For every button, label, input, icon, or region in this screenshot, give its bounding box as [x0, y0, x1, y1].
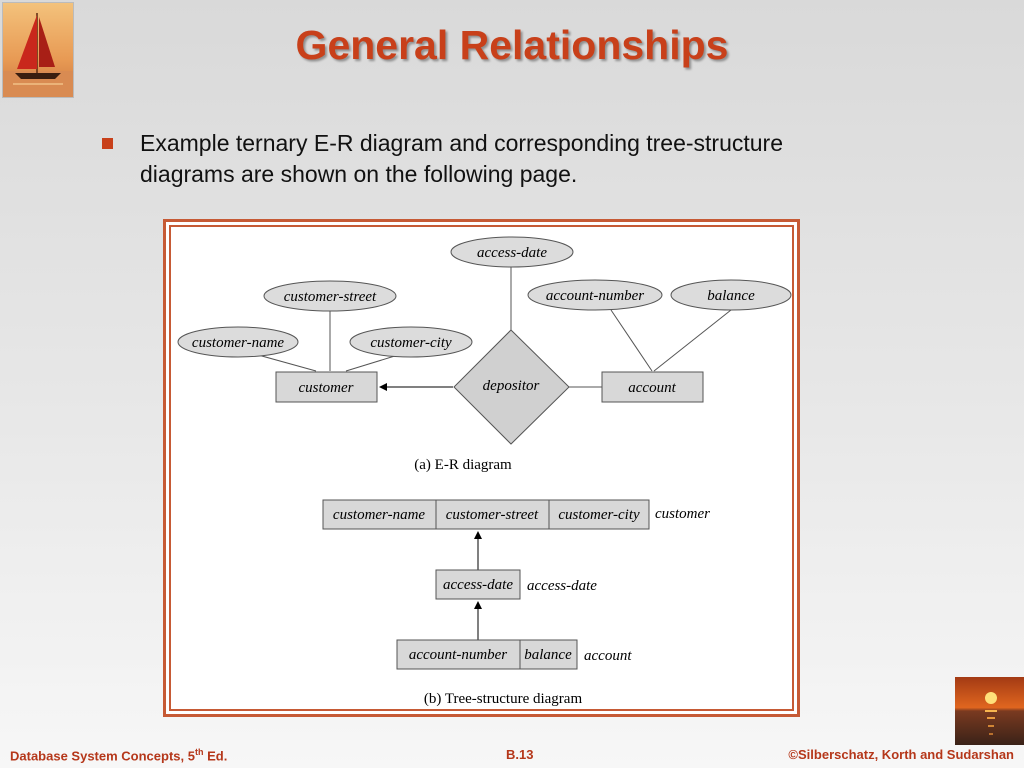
attribute-balance-label: balance — [707, 288, 755, 304]
line-number-account — [610, 309, 653, 372]
attribute-customer-street: customer-street — [263, 280, 397, 312]
record-access-date-label: access-date — [527, 578, 597, 594]
entity-customer-label: customer — [299, 380, 354, 396]
footer-book-title: Database System Concepts, 5th Ed. — [10, 747, 228, 764]
attribute-customer-name: customer-name — [177, 326, 299, 358]
field-customer-name: customer-name — [333, 507, 426, 523]
field-customer-city: customer-city — [558, 507, 640, 523]
relationship-depositor-label: depositor — [483, 378, 540, 394]
er-caption: (a) E-R diagram — [414, 457, 512, 473]
entity-account-label: account — [628, 380, 676, 396]
er-tree-figure: access-date customer-street customer-nam… — [177, 236, 792, 707]
record-customer-label: customer — [655, 506, 710, 522]
bullet-square-icon — [102, 138, 113, 149]
field-balance: balance — [524, 647, 572, 663]
attribute-account-number: account-number — [527, 279, 663, 311]
attribute-balance: balance — [670, 279, 792, 311]
sunset-logo — [955, 677, 1024, 745]
attribute-customer-name-label: customer-name — [192, 335, 285, 351]
tree-caption: (b) Tree-structure diagram — [424, 691, 583, 707]
record-access-date: access-date access-date — [435, 569, 597, 600]
field-access-date: access-date — [443, 577, 513, 593]
record-customer: customer-name customer-street customer-c… — [322, 499, 710, 530]
attribute-customer-street-label: customer-street — [284, 289, 377, 305]
record-account: account-number balance account — [396, 639, 632, 670]
field-box-balance — [519, 639, 578, 670]
attribute-account-number-label: account-number — [546, 288, 644, 304]
attribute-customer-city: customer-city — [349, 326, 473, 358]
field-box-customer-name — [322, 499, 437, 530]
field-account-number: account-number — [409, 647, 507, 663]
record-account-label: account — [584, 648, 632, 664]
field-customer-street: customer-street — [446, 507, 539, 523]
er-lines — [250, 267, 732, 391]
bullet-item: Example ternary E-R diagram and correspo… — [102, 128, 882, 190]
field-box-customer-city — [548, 499, 650, 530]
entity-customer: customer — [275, 371, 378, 403]
attribute-access-date-label: access-date — [477, 245, 547, 261]
figure-panel: access-date customer-street customer-nam… — [163, 219, 800, 717]
bullet-text: Example ternary E-R diagram and correspo… — [140, 130, 784, 187]
slide-title: General Relationships — [295, 22, 729, 68]
relationship-depositor: depositor — [453, 329, 570, 445]
entity-account: account — [601, 371, 704, 403]
footer-copyright: ©Silberschatz, Korth and Sudarshan — [788, 747, 1014, 762]
footer-page-number: B.13 — [506, 747, 534, 762]
line-balance-account — [653, 309, 732, 372]
line-city-customer — [345, 354, 399, 372]
attribute-customer-city-label: customer-city — [370, 335, 452, 351]
attribute-access-date: access-date — [450, 236, 574, 268]
sailboat-logo — [2, 2, 74, 98]
field-box-access-date — [435, 569, 521, 600]
